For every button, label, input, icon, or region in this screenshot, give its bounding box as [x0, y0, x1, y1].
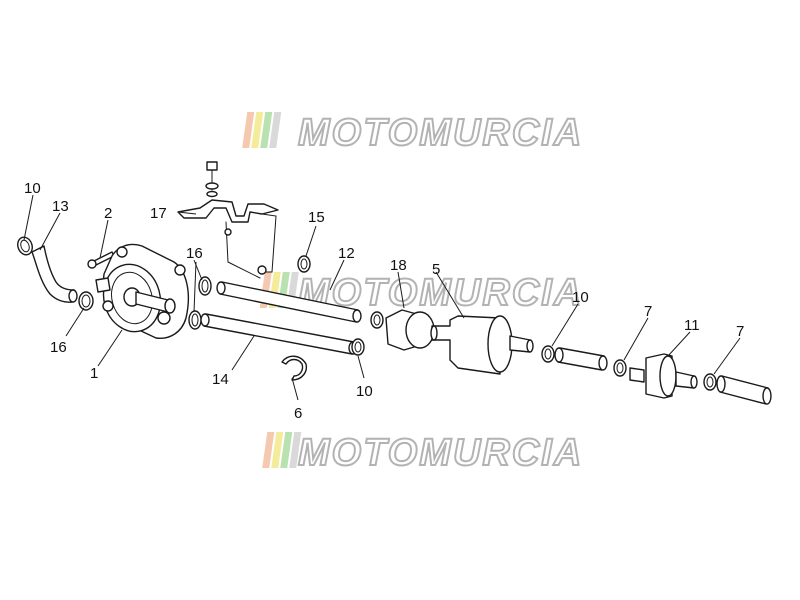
callout-2: 2	[104, 205, 112, 222]
watermark-text: MOTOMURCIA	[298, 112, 583, 154]
end-hose	[716, 375, 772, 405]
watermark-text: MOTOMURCIA	[298, 272, 583, 314]
part-17-bolt	[205, 161, 219, 198]
part-13-hose	[31, 245, 78, 303]
callout-14: 14	[212, 371, 229, 388]
part-10-clamp	[17, 236, 33, 256]
callout-10: 10	[356, 383, 373, 400]
callouts: 10 13 2 17 16 16 1 15 12 18 5 14 6 10 10…	[24, 180, 744, 422]
callout-17: 17	[150, 205, 167, 222]
part-11-inline-filter	[629, 353, 698, 399]
callout-15: 15	[308, 209, 325, 226]
callout-18: 18	[390, 257, 407, 274]
part-16-clamp	[198, 276, 212, 296]
part-7-clamp	[703, 373, 717, 391]
part-1-pump-body	[95, 243, 190, 339]
part-10-clamp	[370, 311, 384, 329]
part-6-clip	[281, 355, 308, 381]
part-16-clamp	[78, 291, 94, 311]
watermark-top: MOTOMURCIA	[242, 111, 583, 155]
part-10-clamp	[541, 345, 555, 363]
watermark-middle: MOTOMURCIA	[259, 271, 583, 315]
part-14-tube	[200, 313, 358, 355]
leader-lines	[23, 194, 741, 401]
callout-16: 16	[186, 245, 203, 262]
callout-10: 10	[24, 180, 41, 197]
callout-6: 6	[294, 405, 302, 422]
callout-1: 1	[90, 365, 98, 382]
callout-12: 12	[338, 245, 355, 262]
short-hose	[554, 347, 608, 371]
callout-5: 5	[432, 261, 440, 278]
callout-10: 10	[572, 289, 589, 306]
part-15-clamp	[297, 255, 311, 273]
part-12-tube	[216, 281, 362, 323]
watermark-stripes-icon	[242, 112, 282, 148]
watermark-stripes-icon	[262, 432, 302, 468]
part-18-holder	[385, 309, 435, 351]
part-17-bracket	[177, 199, 279, 279]
part-7-clamp	[613, 359, 627, 377]
callout-11: 11	[684, 317, 700, 334]
callout-16: 16	[50, 339, 67, 356]
callout-13: 13	[52, 198, 69, 215]
callout-7: 7	[644, 303, 652, 320]
watermark-bottom: MOTOMURCIA	[262, 431, 583, 475]
watermark-text: MOTOMURCIA	[298, 432, 583, 474]
part-10-clamp	[351, 338, 365, 356]
part-5-fuel-filter	[430, 315, 534, 375]
callout-7: 7	[736, 323, 744, 340]
